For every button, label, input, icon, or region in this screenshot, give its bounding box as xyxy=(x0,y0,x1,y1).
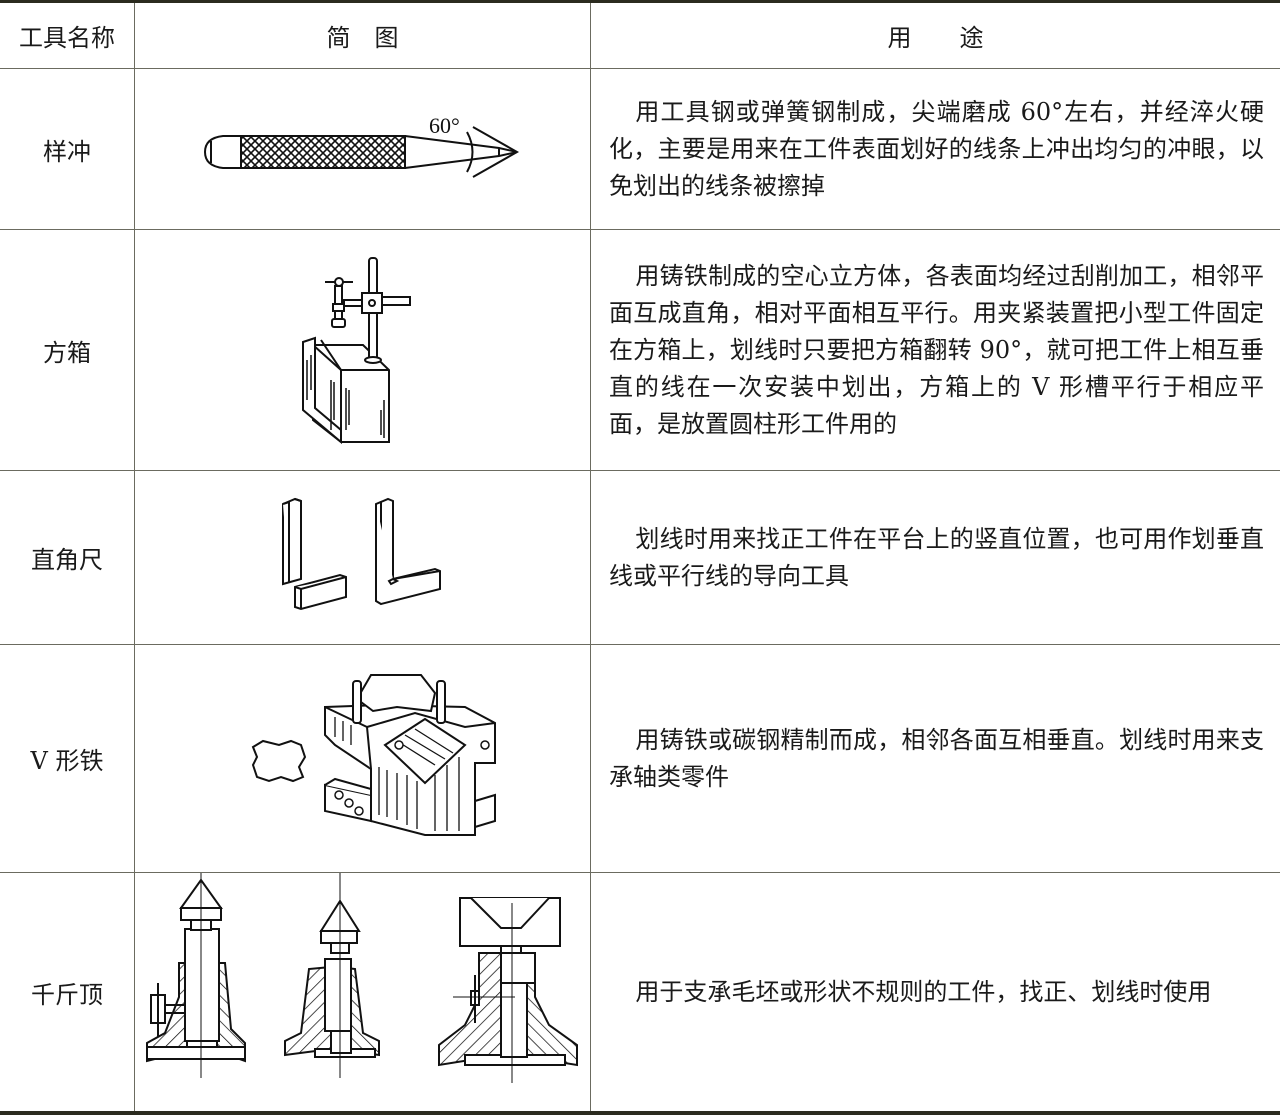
column-divider xyxy=(590,3,591,1111)
header-usage: 用 途 xyxy=(887,24,984,52)
usage-text: 用于支承毛坯或形状不规则的工件，找正、划线时使用 xyxy=(635,977,1212,1006)
header-diagram: 简 图 xyxy=(326,24,399,52)
usage-box-fixture: 用铸铁制成的空心立方体，各表面均经过刮削加工，相邻平面互成直角，相对平面相互平行… xyxy=(591,230,1280,470)
box-fixture-icon xyxy=(302,257,411,445)
usage-text: 用铸铁或碳钢精制而成，相邻各面互相垂直。划线时用来支承轴类零件 xyxy=(609,725,1264,791)
row-divider xyxy=(0,644,1280,645)
v-block-icon xyxy=(251,674,496,836)
box-fixture-diagram xyxy=(135,230,590,470)
row-divider xyxy=(0,470,1280,471)
table-bottom-rule xyxy=(0,1111,1280,1115)
center-punch-icon: 60° xyxy=(203,113,520,178)
header-tool-name: 工具名称 xyxy=(19,24,115,52)
usage-text: 用工具钢或弹簧钢制成，尖端磨成 60°左右，并经淬火硬化，主要是用来在工件表面划… xyxy=(609,97,1264,200)
row-divider xyxy=(0,872,1280,873)
table-top-rule xyxy=(0,0,1280,3)
tool-name-v-block: V 形铁 xyxy=(30,747,104,775)
tool-name-center-punch: 样冲 xyxy=(43,137,91,166)
jack-icon xyxy=(146,873,578,1083)
v-block-diagram xyxy=(135,645,590,872)
column-divider xyxy=(134,3,135,1111)
usage-try-square: 划线时用来找正工件在平台上的竖直位置，也可用作划垂直线或平行线的导向工具 xyxy=(591,471,1280,644)
row-divider xyxy=(0,229,1280,230)
angle-label: 60° xyxy=(429,113,460,138)
usage-v-block: 用铸铁或碳钢精制而成，相邻各面互相垂直。划线时用来支承轴类零件 xyxy=(591,645,1280,872)
try-square-diagram xyxy=(135,471,590,644)
tool-name-box-fixture: 方箱 xyxy=(43,338,91,367)
tool-name-try-square: 直角尺 xyxy=(31,546,103,574)
usage-text: 用铸铁制成的空心立方体，各表面均经过刮削加工，相邻平面互成直角，相对平面相互平行… xyxy=(609,261,1264,438)
usage-center-punch: 用工具钢或弹簧钢制成，尖端磨成 60°左右，并经淬火硬化，主要是用来在工件表面划… xyxy=(591,69,1280,229)
jack-diagram xyxy=(135,873,590,1111)
try-square-icon xyxy=(282,497,441,611)
tool-name-jack: 千斤顶 xyxy=(31,980,103,1009)
center-punch-diagram: 60° xyxy=(135,69,590,229)
usage-text: 划线时用来找正工件在平台上的竖直位置，也可用作划垂直线或平行线的导向工具 xyxy=(609,524,1264,590)
header-divider xyxy=(0,68,1280,69)
usage-jack: 用于支承毛坯或形状不规则的工件，找正、划线时使用 xyxy=(591,873,1280,1111)
